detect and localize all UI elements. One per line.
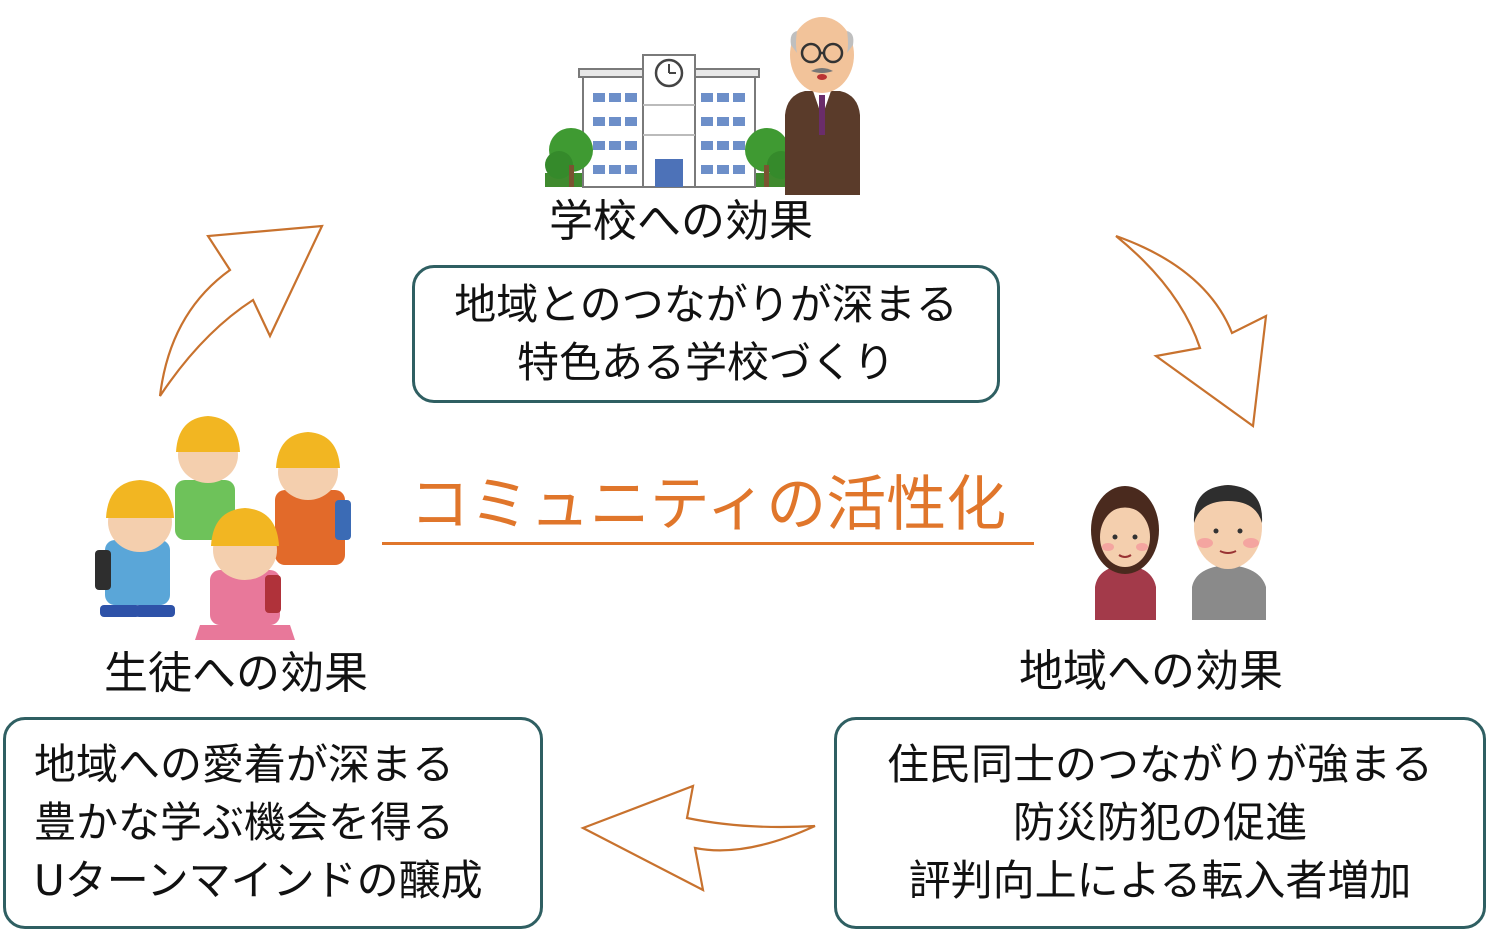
cycle-arrow-school-to-community bbox=[1115, 234, 1268, 428]
community-effect-line: 住民同士のつながりが強まる bbox=[886, 740, 1433, 789]
students-effect-line: Uターンマインドの醸成 bbox=[34, 856, 483, 905]
school-effect-box: 地域とのつながりが深まる 特色ある学校づくり bbox=[412, 265, 1000, 403]
cycle-arrow-students-to-school bbox=[158, 224, 324, 397]
community-effect-heading: 地域への効果 bbox=[1019, 646, 1283, 697]
cycle-arrow-community-to-students bbox=[580, 784, 816, 893]
students-effect-box: 地域への愛着が深まる 豊かな学ぶ機会を得る Uターンマインドの醸成 bbox=[3, 717, 543, 929]
center-title: コミュニティの活性化 bbox=[409, 470, 1007, 540]
school-effect-heading: 学校への効果 bbox=[549, 196, 813, 247]
school-building-icon bbox=[545, 54, 795, 188]
community-effect-line: 防災防犯の促進 bbox=[1012, 798, 1307, 847]
community-effect-box: 住民同士のつながりが強まる 防災防犯の促進 評判向上による転入者増加 bbox=[834, 717, 1486, 929]
students-effect-heading: 生徒への効果 bbox=[104, 648, 368, 699]
school-effect-line: 特色ある学校づくり bbox=[516, 338, 895, 387]
principal-icon bbox=[785, 17, 860, 195]
center-title-underline bbox=[382, 542, 1034, 545]
schoolchildren-icon bbox=[95, 416, 351, 640]
community-effect-line: 評判向上による転入者増加 bbox=[908, 856, 1412, 905]
school-effect-line: 地域とのつながりが深まる bbox=[454, 280, 958, 329]
students-effect-line: 地域への愛着が深まる bbox=[34, 740, 455, 789]
students-effect-line: 豊かな学ぶ機会を得る bbox=[34, 798, 455, 847]
elderly-couple-icon bbox=[1091, 485, 1266, 620]
